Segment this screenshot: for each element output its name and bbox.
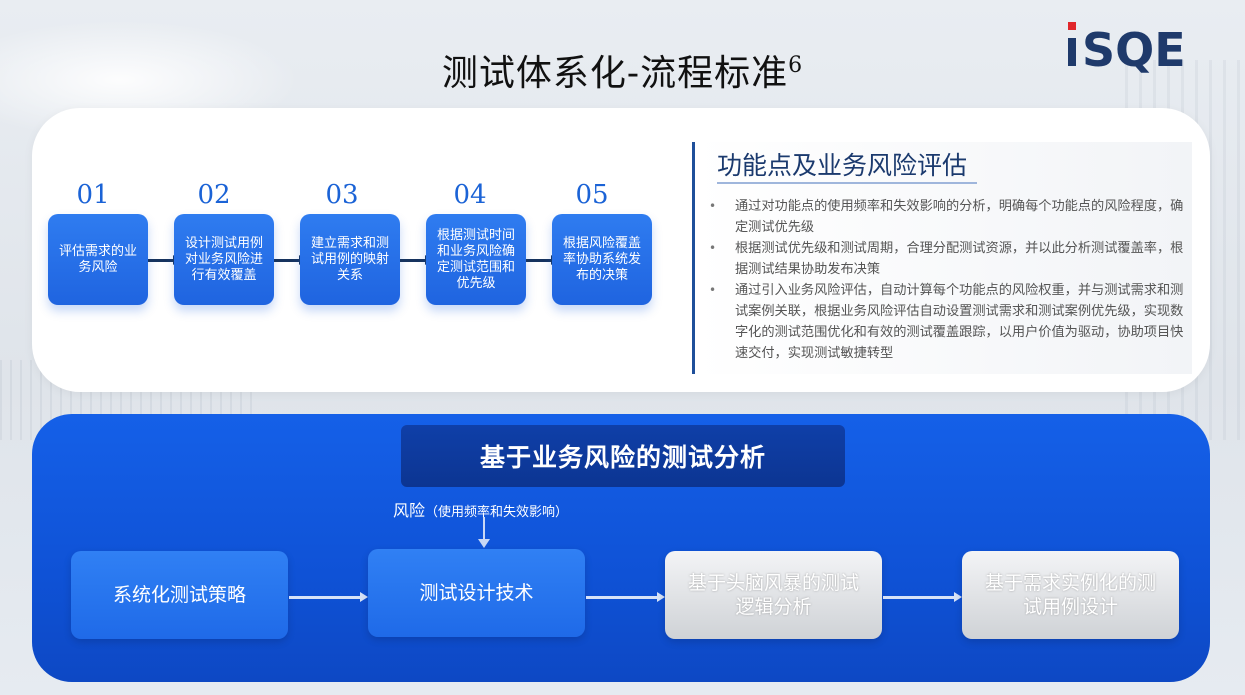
risk-assessment-bullets: 通过对功能点的使用频率和失效影响的分析，明确每个功能点的风险程度，确定测试优先级… (709, 196, 1189, 364)
isqe-logo: SQE (1064, 16, 1224, 77)
step-box-1: 评估需求的业务风险 (48, 214, 148, 305)
step-arrow (400, 255, 432, 265)
analysis-title: 基于业务风险的测试分析 (401, 425, 845, 487)
step-number-3: 03 (325, 180, 359, 210)
step-box-5: 根据风险覆盖率协助系统发布的决策 (552, 214, 652, 305)
risk-assessment-title: 功能点及业务风险评估 (717, 151, 968, 180)
page-title: 测试体系化-流程标准6 (0, 44, 1245, 96)
step-box-3: 建立需求和测试用例的映射关系 (300, 214, 400, 305)
step-number-1: 01 (76, 180, 110, 210)
flow-box-brainstorm-analysis: 基于头脑风暴的测试逻辑分析 (665, 551, 882, 639)
bullet-item: 通过引入业务风险评估，自动计算每个功能点的风险权重，并与测试需求和测试案例关联，… (709, 280, 1189, 364)
page-title-text: 测试体系化-流程标准 (441, 53, 789, 94)
flow-arrow (289, 592, 368, 602)
flow-arrow (883, 592, 962, 602)
step-arrow (526, 255, 558, 265)
flow-box-test-strategy: 系统化测试策略 (71, 551, 288, 639)
risk-label-sub: （使用频率和失效影响） (425, 505, 569, 520)
risk-arrow-head (478, 539, 490, 548)
step-arrow (148, 255, 180, 265)
step-number-2: 02 (197, 180, 231, 210)
risk-label-main: 风险 (393, 501, 426, 520)
logo-mark: SQE (1068, 22, 1186, 77)
risk-assessment-card: 功能点及业务风险评估 通过对功能点的使用频率和失效影响的分析，明确每个功能点的风… (692, 142, 1192, 374)
logo-text: SQE (1082, 23, 1186, 74)
step-arrow (274, 255, 306, 265)
step-number-5: 05 (575, 180, 609, 210)
step-box-4: 根据测试时间和业务风险确定测试范围和优先级 (426, 214, 526, 305)
flow-box-test-design: 测试设计技术 (368, 549, 585, 637)
risk-label: 风险（使用频率和失效影响） (393, 497, 568, 521)
title-underline (717, 182, 977, 184)
flow-arrow (586, 592, 665, 602)
step-box-2: 设计测试用例对业务风险进行有效覆盖 (174, 214, 274, 305)
risk-arrow (483, 517, 485, 541)
page-title-superscript: 6 (788, 53, 804, 78)
step-number-4: 04 (453, 180, 487, 210)
flow-box-case-design: 基于需求实例化的测试用例设计 (962, 551, 1179, 639)
bullet-item: 通过对功能点的使用频率和失效影响的分析，明确每个功能点的风险程度，确定测试优先级 (709, 196, 1189, 238)
bullet-item: 根据测试优先级和测试周期，合理分配测试资源，并以此分析测试覆盖率，根据测试结果协… (709, 238, 1189, 280)
